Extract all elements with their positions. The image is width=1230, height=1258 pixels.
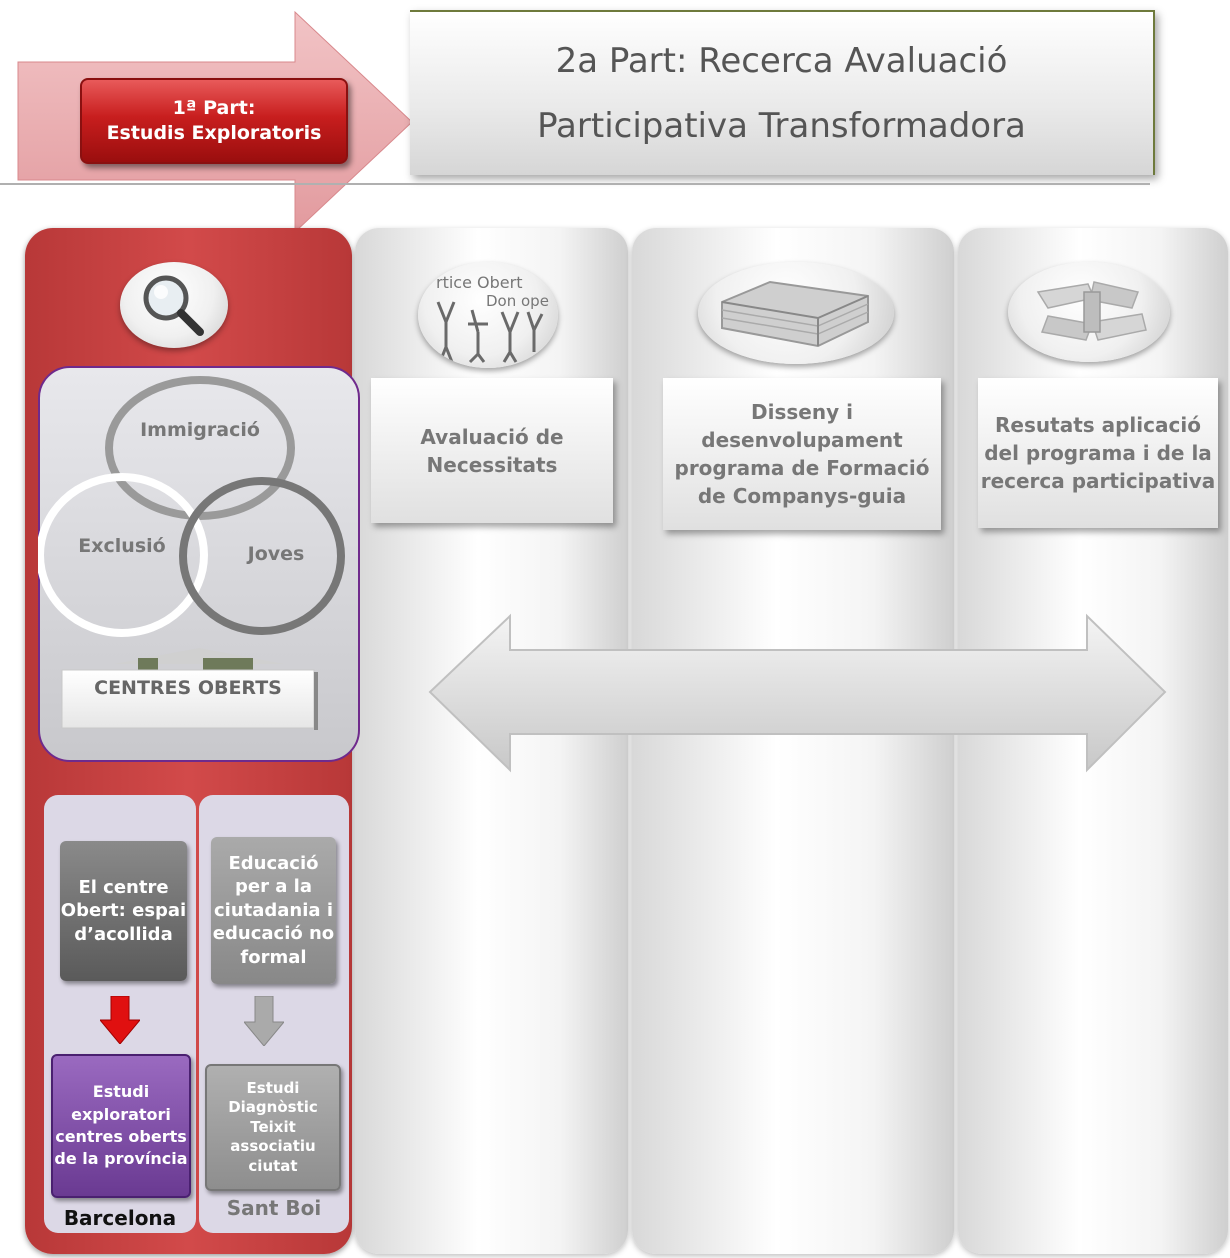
venn-base-shadow: [314, 672, 318, 730]
venn-base-tab-left: [138, 658, 158, 672]
venn-label-immigracio: Immigració: [140, 419, 260, 441]
header-divider: [0, 183, 1150, 185]
magnifier-icon-circle: [120, 262, 228, 348]
venn-circle-joves: [179, 477, 345, 635]
red-down-arrow: [100, 996, 140, 1044]
magnifier-icon: [143, 275, 204, 336]
red-down-arrow-shape: [100, 996, 140, 1044]
estudi-diagnostic-box: Estudi Diagnòstic Teixit associatiu ciut…: [205, 1064, 341, 1191]
program-design-box: Disseny i desenvolupament programa de Fo…: [663, 378, 941, 530]
venn-base-tab-right: [203, 658, 253, 672]
results-box: Resutats aplicació del programa i de la …: [978, 378, 1218, 528]
part1-title: 1ª Part:: [172, 97, 256, 120]
part2-title-line1: 2a Part: Recerca Avaluació: [555, 40, 1008, 81]
child-drawing-icon: rtice Obert Don ope: [436, 273, 549, 364]
venn-base-box: [61, 669, 315, 729]
city-label-santboi: Sant Boi: [226, 1196, 322, 1220]
venn-label-joves: Joves: [246, 543, 305, 565]
venn-label-exclusio: Exclusió: [78, 535, 165, 557]
part1-box: 1ª Part: Estudis Exploratoris: [80, 78, 348, 164]
centre-obert-box: El centre Obert: espai d’acollida: [60, 841, 187, 981]
child-drawing-icon-circle: rtice Obert Don ope: [418, 262, 558, 368]
venn-diagram: Immigració Exclusió Joves CENTRES OBERTS: [38, 376, 345, 730]
venn-circle-immigracio: [105, 376, 295, 520]
part1-subtitle: Estudis Exploratoris: [106, 122, 322, 144]
city-label-barcelona: Barcelona: [63, 1206, 177, 1230]
books-icon-circle: [698, 262, 894, 364]
part2-box: 2a Part: Recerca Avaluació Participativa…: [410, 10, 1155, 175]
educacio-ciutadania-box: Educació per a la ciutadania i educació …: [211, 837, 336, 984]
needs-assessment-box: Avaluació de Necessitats: [371, 378, 613, 523]
hands-icon-circle: [1008, 262, 1170, 362]
drawing-text-1: rtice Obert: [436, 273, 522, 292]
books-icon: [721, 280, 869, 348]
part2-title-line2: Participativa Transformadora: [537, 105, 1026, 146]
drawing-text-2: Don ope: [486, 292, 549, 310]
venn-base-label: CENTRES OBERTS: [94, 677, 282, 699]
hands-icon: [1036, 281, 1147, 341]
venn-circle-exclusio: [38, 473, 208, 637]
double-arrow-shape: [428, 613, 1167, 773]
double-arrow: [428, 613, 1167, 773]
gray-down-arrow: [244, 996, 284, 1046]
gray-down-arrow-shape: [244, 996, 284, 1046]
estudi-exploratori-box: Estudi exploratori centres oberts de la …: [51, 1054, 191, 1198]
